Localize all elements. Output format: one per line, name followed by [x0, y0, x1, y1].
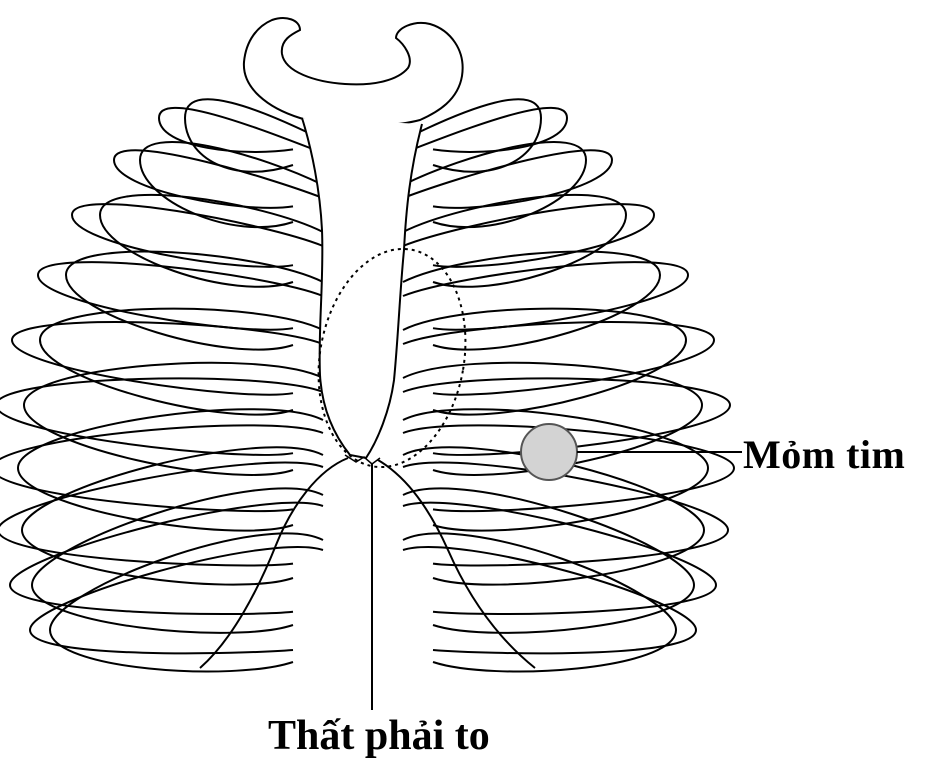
left-ribs: [0, 99, 323, 671]
manubrium: [244, 18, 463, 126]
right-ribs: [403, 99, 734, 671]
right-rib-8-inner-edge: [403, 463, 728, 566]
right-rib-2-outer-edge: [403, 142, 586, 227]
left-rib-2-outer-edge: [140, 142, 323, 227]
right-costal-margin: [378, 460, 535, 668]
right-ventricle-label: Thất phải to: [268, 712, 490, 760]
left-rib-6-outer-edge: [24, 363, 323, 475]
sternum: [302, 118, 422, 458]
apex-marker: [521, 424, 577, 480]
left-rib-7-inner-edge: [0, 425, 323, 511]
apex-label: Mỏm tim: [743, 431, 905, 478]
